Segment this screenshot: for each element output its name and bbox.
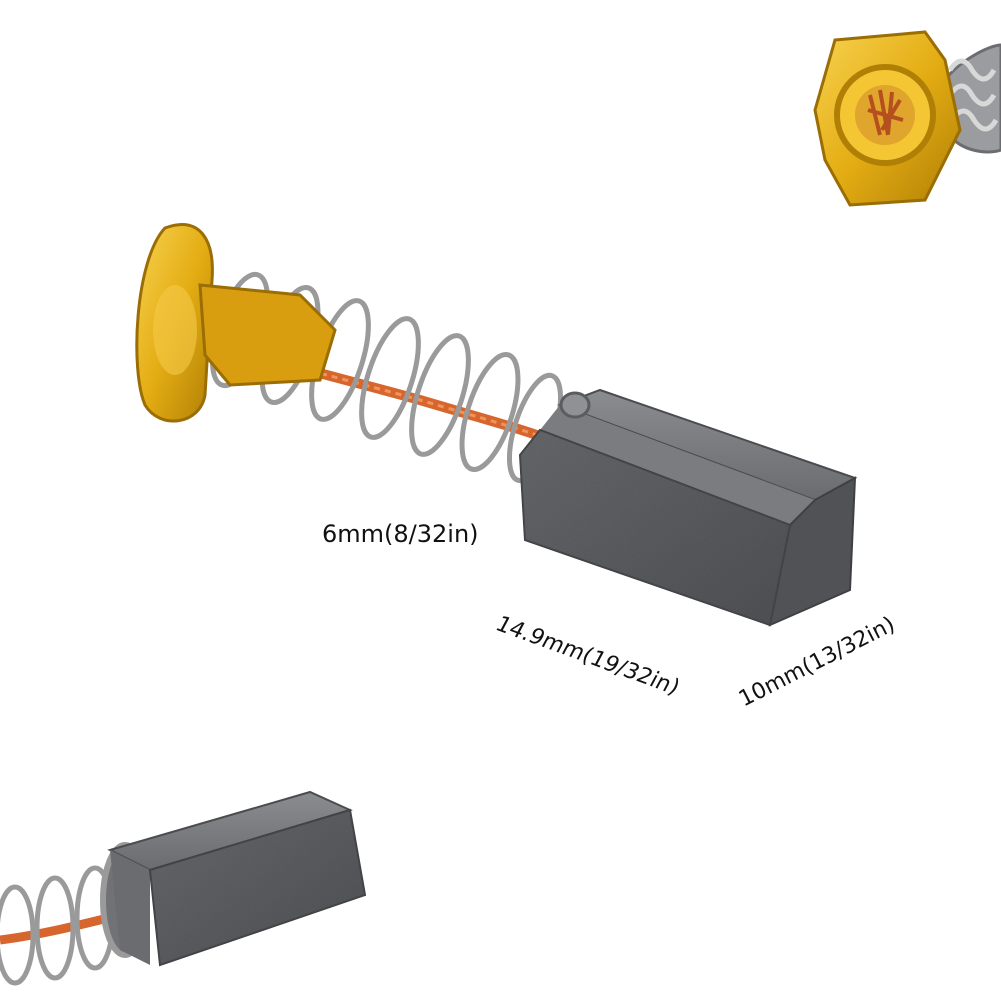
main-brush-assembly [135, 223, 858, 627]
brass-terminal [135, 223, 337, 423]
dimension-label-thickness: 6mm(8/32in) [322, 520, 479, 548]
carbon-brush-bottom [0, 790, 367, 986]
carbon-block [518, 388, 858, 627]
brass-terminal-top-right [813, 30, 1001, 207]
